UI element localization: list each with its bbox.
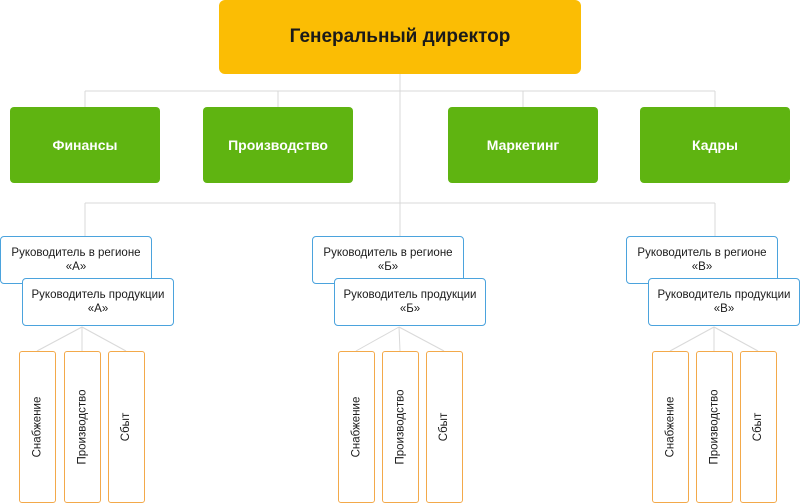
department-production: Производство <box>203 107 353 183</box>
regional-manager-a: Руководитель в регионе «А» <box>0 236 152 284</box>
function-sales-b: Сбыт <box>426 351 463 503</box>
function-label: Снабжение <box>664 396 677 458</box>
ceo-title: Генеральный директор <box>289 26 511 47</box>
regional-manager-label: Руководитель в регионе «А» <box>11 247 141 273</box>
function-label: Снабжение <box>31 396 44 458</box>
department-label: Финансы <box>52 137 118 153</box>
function-production-b: Производство <box>382 351 419 503</box>
function-label: Сбыт <box>752 412 765 442</box>
regional-manager-b: Руководитель в регионе «Б» <box>312 236 464 284</box>
department-hr: Кадры <box>640 107 790 183</box>
regional-manager-label: Руководитель в регионе «В» <box>637 247 767 273</box>
product-manager-v: Руководитель продукции «В» <box>648 278 800 326</box>
function-label: Производство <box>394 389 407 465</box>
product-manager-label: Руководитель продукции «Б» <box>343 289 477 315</box>
regional-manager-v: Руководитель в регионе «В» <box>626 236 778 284</box>
function-supply-a: Снабжение <box>19 351 56 503</box>
ceo-box: Генеральный директор <box>219 0 581 74</box>
function-production-a: Производство <box>64 351 101 503</box>
department-label: Маркетинг <box>486 137 560 153</box>
function-sales-v: Сбыт <box>740 351 777 503</box>
function-production-v: Производство <box>696 351 733 503</box>
function-supply-b: Снабжение <box>338 351 375 503</box>
product-manager-label: Руководитель продукции «В» <box>657 289 791 315</box>
department-label: Производство <box>228 137 328 153</box>
function-sales-a: Сбыт <box>108 351 145 503</box>
product-manager-label: Руководитель продукции «А» <box>31 289 165 315</box>
function-label: Производство <box>708 389 721 465</box>
function-supply-v: Снабжение <box>652 351 689 503</box>
function-label: Сбыт <box>438 412 451 442</box>
department-label: Кадры <box>692 137 738 153</box>
function-label: Сбыт <box>120 412 133 442</box>
department-finance: Финансы <box>10 107 160 183</box>
product-manager-b: Руководитель продукции «Б» <box>334 278 486 326</box>
department-marketing: Маркетинг <box>448 107 598 183</box>
product-manager-a: Руководитель продукции «А» <box>22 278 174 326</box>
regional-manager-label: Руководитель в регионе «Б» <box>323 247 453 273</box>
function-label: Снабжение <box>350 396 363 458</box>
function-label: Производство <box>76 389 89 465</box>
